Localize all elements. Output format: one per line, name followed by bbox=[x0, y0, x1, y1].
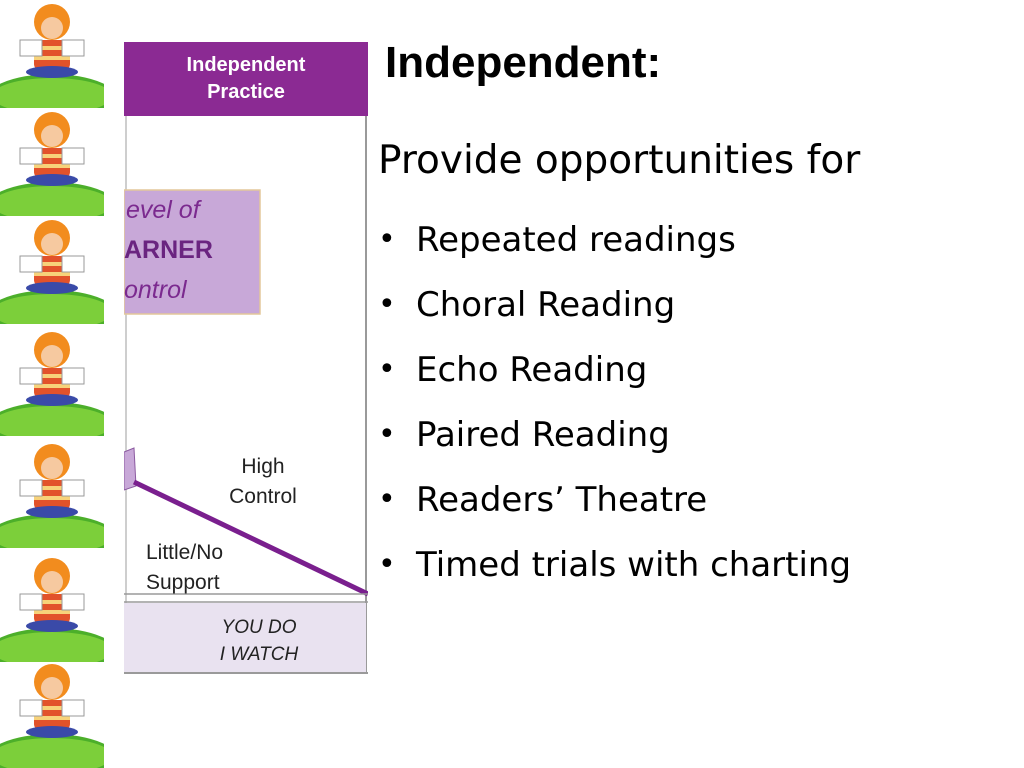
high-line2: Control bbox=[229, 485, 297, 508]
bullet-dot-icon: • bbox=[378, 222, 396, 257]
child-reading-icon bbox=[0, 0, 104, 108]
diagram-header-line2: Practice bbox=[207, 81, 285, 103]
child-reading-icon bbox=[0, 328, 104, 436]
bullet-dot-icon: • bbox=[378, 287, 396, 322]
child-reading-icon bbox=[0, 108, 104, 216]
list-item: • Echo Reading bbox=[378, 337, 998, 402]
learner-line2: ARNER bbox=[124, 236, 213, 264]
learner-line3: ontrol bbox=[124, 276, 187, 304]
child-reading-icon bbox=[0, 440, 104, 548]
list-item: • Timed trials with charting bbox=[378, 532, 998, 597]
diagram-header: Independent Practice bbox=[124, 42, 368, 116]
diagram-header-band bbox=[124, 42, 368, 116]
bullet-text: Repeated readings bbox=[416, 219, 736, 260]
list-item: • Paired Reading bbox=[378, 402, 998, 467]
child-reading-icon bbox=[0, 216, 104, 324]
child-reading-icon bbox=[0, 660, 104, 768]
gradual-release-diagram: Independent Practice evel of ARNER ontro… bbox=[124, 42, 368, 674]
learner-line1: evel of bbox=[126, 196, 200, 224]
you-do-band bbox=[124, 603, 366, 673]
learner-control-box bbox=[124, 189, 261, 315]
list-item: • Readers’ Theatre bbox=[378, 467, 998, 532]
bullet-dot-icon: • bbox=[378, 417, 396, 452]
bullet-list: • Repeated readings • Choral Reading • Echo… bbox=[378, 207, 998, 597]
bullet-dot-icon: • bbox=[378, 547, 396, 582]
decorative-strip bbox=[0, 0, 104, 768]
little-line2: Support bbox=[146, 571, 220, 594]
youdo-line2: I WATCH bbox=[219, 644, 299, 665]
bullet-text: Timed trials with charting bbox=[416, 544, 852, 585]
bullet-dot-icon: • bbox=[378, 482, 396, 517]
learner-control-label: evel of ARNER ontrol bbox=[124, 190, 264, 310]
bullet-text: Choral Reading bbox=[416, 284, 676, 325]
high-control-label: High Control bbox=[198, 452, 328, 512]
bullet-text: Readers’ Theatre bbox=[416, 479, 708, 520]
list-item: • Choral Reading bbox=[378, 272, 998, 337]
little-support-label: Little/No Support bbox=[146, 538, 266, 598]
high-line1: High bbox=[241, 455, 285, 478]
little-line1: Little/No bbox=[146, 541, 224, 564]
you-do-label: YOU DO I WATCH bbox=[184, 614, 334, 668]
youdo-line1: YOU DO bbox=[221, 617, 297, 638]
bullet-text: Echo Reading bbox=[416, 349, 648, 390]
control-decline-line bbox=[132, 479, 368, 597]
list-item: • Repeated readings bbox=[378, 207, 998, 272]
bullet-text: Paired Reading bbox=[416, 414, 670, 455]
diagram-header-line1: Independent bbox=[186, 54, 306, 76]
child-reading-icon bbox=[0, 554, 104, 662]
slide-intro: Provide opportunities for bbox=[378, 138, 861, 183]
bullet-dot-icon: • bbox=[378, 352, 396, 387]
diagram-graphic bbox=[124, 42, 368, 674]
slide-title: Independent: bbox=[385, 38, 662, 87]
